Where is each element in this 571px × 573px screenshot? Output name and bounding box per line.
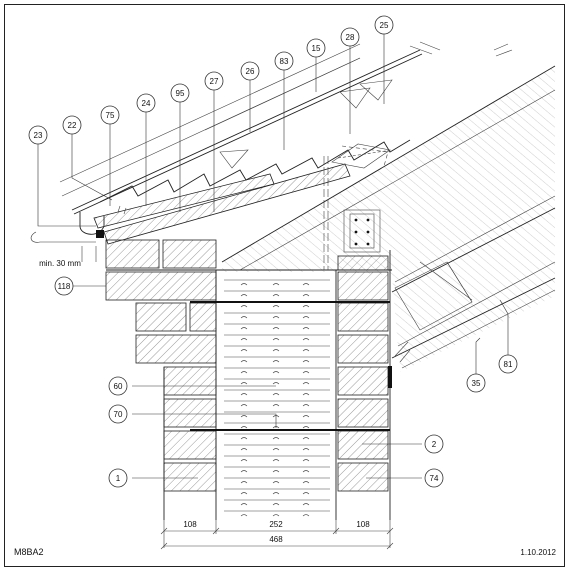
- callout-95: 95: [170, 83, 190, 103]
- roof-insulation: [221, 65, 556, 372]
- callout-label: 81: [504, 360, 513, 369]
- callout-label: 118: [58, 282, 71, 291]
- callout-74: 74: [424, 468, 444, 488]
- dim-outer-leaf: 108: [183, 520, 197, 529]
- callout-label: 95: [176, 89, 185, 98]
- callouts: 23 22 75 24 95 27 26 83 15 28 25 118 60 70 1 2 74 35 81: [28, 15, 518, 488]
- callout-label: 75: [106, 111, 115, 120]
- leader-lines: [37, 33, 509, 479]
- callout-label: 28: [346, 33, 355, 42]
- wall-plate: [323, 145, 389, 270]
- callout-label: 24: [142, 99, 151, 108]
- callout-label: 74: [430, 474, 439, 483]
- callout-27: 27: [204, 71, 224, 91]
- drawing-code: M8BA2: [14, 547, 44, 557]
- callout-118: 118: [54, 276, 74, 296]
- callout-35: 35: [466, 373, 486, 393]
- callout-15: 15: [306, 38, 326, 58]
- drawing-date: 1.10.2012: [520, 548, 556, 557]
- callout-label: 35: [472, 379, 481, 388]
- callout-label: 26: [246, 67, 255, 76]
- outer-leaf: [135, 270, 217, 520]
- callout-label: 25: [380, 21, 389, 30]
- callout-24: 24: [136, 93, 156, 113]
- callout-75: 75: [100, 105, 120, 125]
- callout-label: 60: [114, 382, 123, 391]
- callout-label: 1: [116, 474, 121, 483]
- callout-81: 81: [498, 354, 518, 374]
- ridge-detail: [409, 41, 513, 57]
- drawing-frame: [4, 4, 565, 567]
- eave-bricks: [105, 239, 392, 301]
- callout-28: 28: [340, 27, 360, 47]
- callout-label: 27: [210, 77, 219, 86]
- callout-22: 22: [62, 115, 82, 135]
- gap-note-leader: min. 30 mm: [30, 231, 97, 268]
- callout-70: 70: [108, 404, 128, 424]
- dim-total: 468: [269, 535, 283, 544]
- callout-label: 83: [280, 57, 289, 66]
- callout-label: 15: [312, 44, 321, 53]
- callout-23: 23: [28, 125, 48, 145]
- callout-83: 83: [274, 51, 294, 71]
- callout-label: 70: [114, 410, 123, 419]
- gap-note: min. 30 mm: [39, 259, 81, 268]
- callout-2: 2: [424, 434, 444, 454]
- callout-label: 23: [34, 131, 43, 140]
- inner-leaf: [190, 250, 392, 520]
- callout-label: 22: [68, 121, 77, 130]
- callout-26: 26: [240, 61, 260, 81]
- callout-label: 2: [432, 440, 437, 449]
- dimension-lines: 108 252 108 468: [160, 520, 394, 550]
- callout-1: 1: [108, 468, 128, 488]
- callout-25: 25: [374, 15, 394, 35]
- dim-insulation: 252: [269, 520, 283, 529]
- dim-inner-leaf: 108: [356, 520, 370, 529]
- wall-insulation: [224, 279, 330, 517]
- callout-60: 60: [108, 376, 128, 396]
